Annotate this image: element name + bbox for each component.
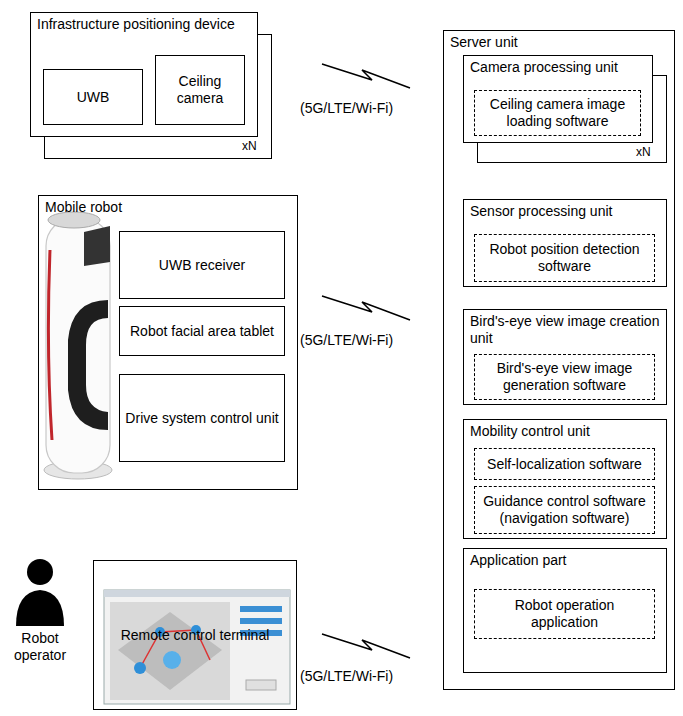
robot-cavity — [68, 300, 108, 430]
map-floor — [118, 612, 222, 690]
wireless-symbol — [322, 64, 410, 658]
wireless-zigzag — [322, 64, 410, 88]
multiplicity-label: xN — [636, 145, 651, 159]
group-title: Camera processing unit — [470, 59, 646, 76]
software-box: Self-localization software — [474, 448, 655, 480]
screen-frame — [104, 590, 290, 704]
component-box: Ceiling camera — [155, 55, 245, 125]
robot-red-trim — [48, 250, 52, 440]
unit-container: Camera processing unitCeiling camera ima… — [463, 55, 653, 143]
software-box: Bird's-eye view image generation softwar… — [474, 354, 655, 400]
wireless-zigzag — [322, 634, 410, 658]
component-box: UWB receiver — [119, 231, 285, 299]
component-box: Remote control terminal — [93, 560, 297, 710]
robot-body — [46, 218, 110, 473]
ui-button — [240, 606, 282, 612]
person-icon — [16, 559, 64, 626]
software-box: Robot position detection software — [474, 234, 655, 282]
map-area — [110, 602, 230, 700]
box-label: Robot operation application — [480, 597, 649, 631]
box-label: Self-localization software — [487, 456, 642, 473]
robot-marker — [134, 662, 146, 674]
unit-container: Mobile robotUWB receiverRobot facial are… — [38, 195, 298, 490]
link-label: (5G/LTE/Wi-Fi) — [300, 100, 393, 117]
link-label: (5G/LTE/Wi-Fi) — [300, 332, 393, 349]
unit-container: Server unitCamera processing unitCeiling… — [443, 30, 675, 690]
group-title: Mobile robot — [45, 199, 291, 216]
unit-container: Mobility control unitSelf-localization s… — [463, 419, 667, 539]
box-label: Drive system control unit — [125, 410, 278, 427]
box-label: Guidance control software (navigation so… — [480, 493, 649, 527]
box-label: UWB receiver — [159, 257, 245, 274]
robot-tablet — [84, 226, 110, 266]
actor-label: Robot operator — [5, 630, 75, 664]
box-label: UWB — [77, 89, 110, 106]
robot-marker — [163, 651, 181, 669]
box-label: Bird's-eye view image generation softwar… — [480, 360, 649, 394]
person-head — [27, 559, 53, 585]
box-label: Robot facial area tablet — [130, 323, 274, 340]
unit-container: Sensor processing unitRobot position det… — [463, 199, 667, 287]
multiplicity-label: xN — [242, 139, 257, 153]
software-box: Guidance control software (navigation so… — [474, 486, 655, 534]
unit-container: Infrastructure positioning deviceUWB Ceil… — [30, 12, 258, 137]
software-box: Robot operation application — [474, 589, 655, 639]
group-title: Mobility control unit — [470, 423, 660, 440]
group-title: Server unit — [450, 34, 668, 51]
terminal-screenshot — [104, 590, 290, 704]
unit-container: Application partRobot operation applicat… — [463, 548, 667, 673]
person-body — [16, 590, 64, 626]
wireless-zigzag — [322, 296, 410, 320]
link-label: (5G/LTE/Wi-Fi) — [300, 668, 393, 685]
group-title: Bird's-eye view image creation unit — [470, 313, 660, 347]
robot-illustration — [44, 212, 112, 479]
ui-button — [246, 680, 276, 690]
component-box: UWB — [43, 69, 143, 125]
software-box: Ceiling camera image loading software — [474, 90, 641, 136]
unit-container: Bird's-eye view image creation unitBird'… — [463, 309, 667, 405]
box-label: Ceiling camera image loading software — [480, 96, 635, 130]
group-title: Application part — [470, 552, 660, 569]
component-box: Drive system control unit — [119, 374, 285, 462]
box-label: Remote control terminal — [121, 627, 270, 644]
box-label: Ceiling camera — [161, 73, 239, 107]
box-label: Robot position detection software — [480, 241, 649, 275]
group-title: Sensor processing unit — [470, 203, 660, 220]
screen-header — [104, 590, 290, 597]
ui-button — [240, 618, 282, 624]
component-box: Robot facial area tablet — [119, 306, 285, 356]
group-title: Infrastructure positioning device — [37, 16, 251, 33]
